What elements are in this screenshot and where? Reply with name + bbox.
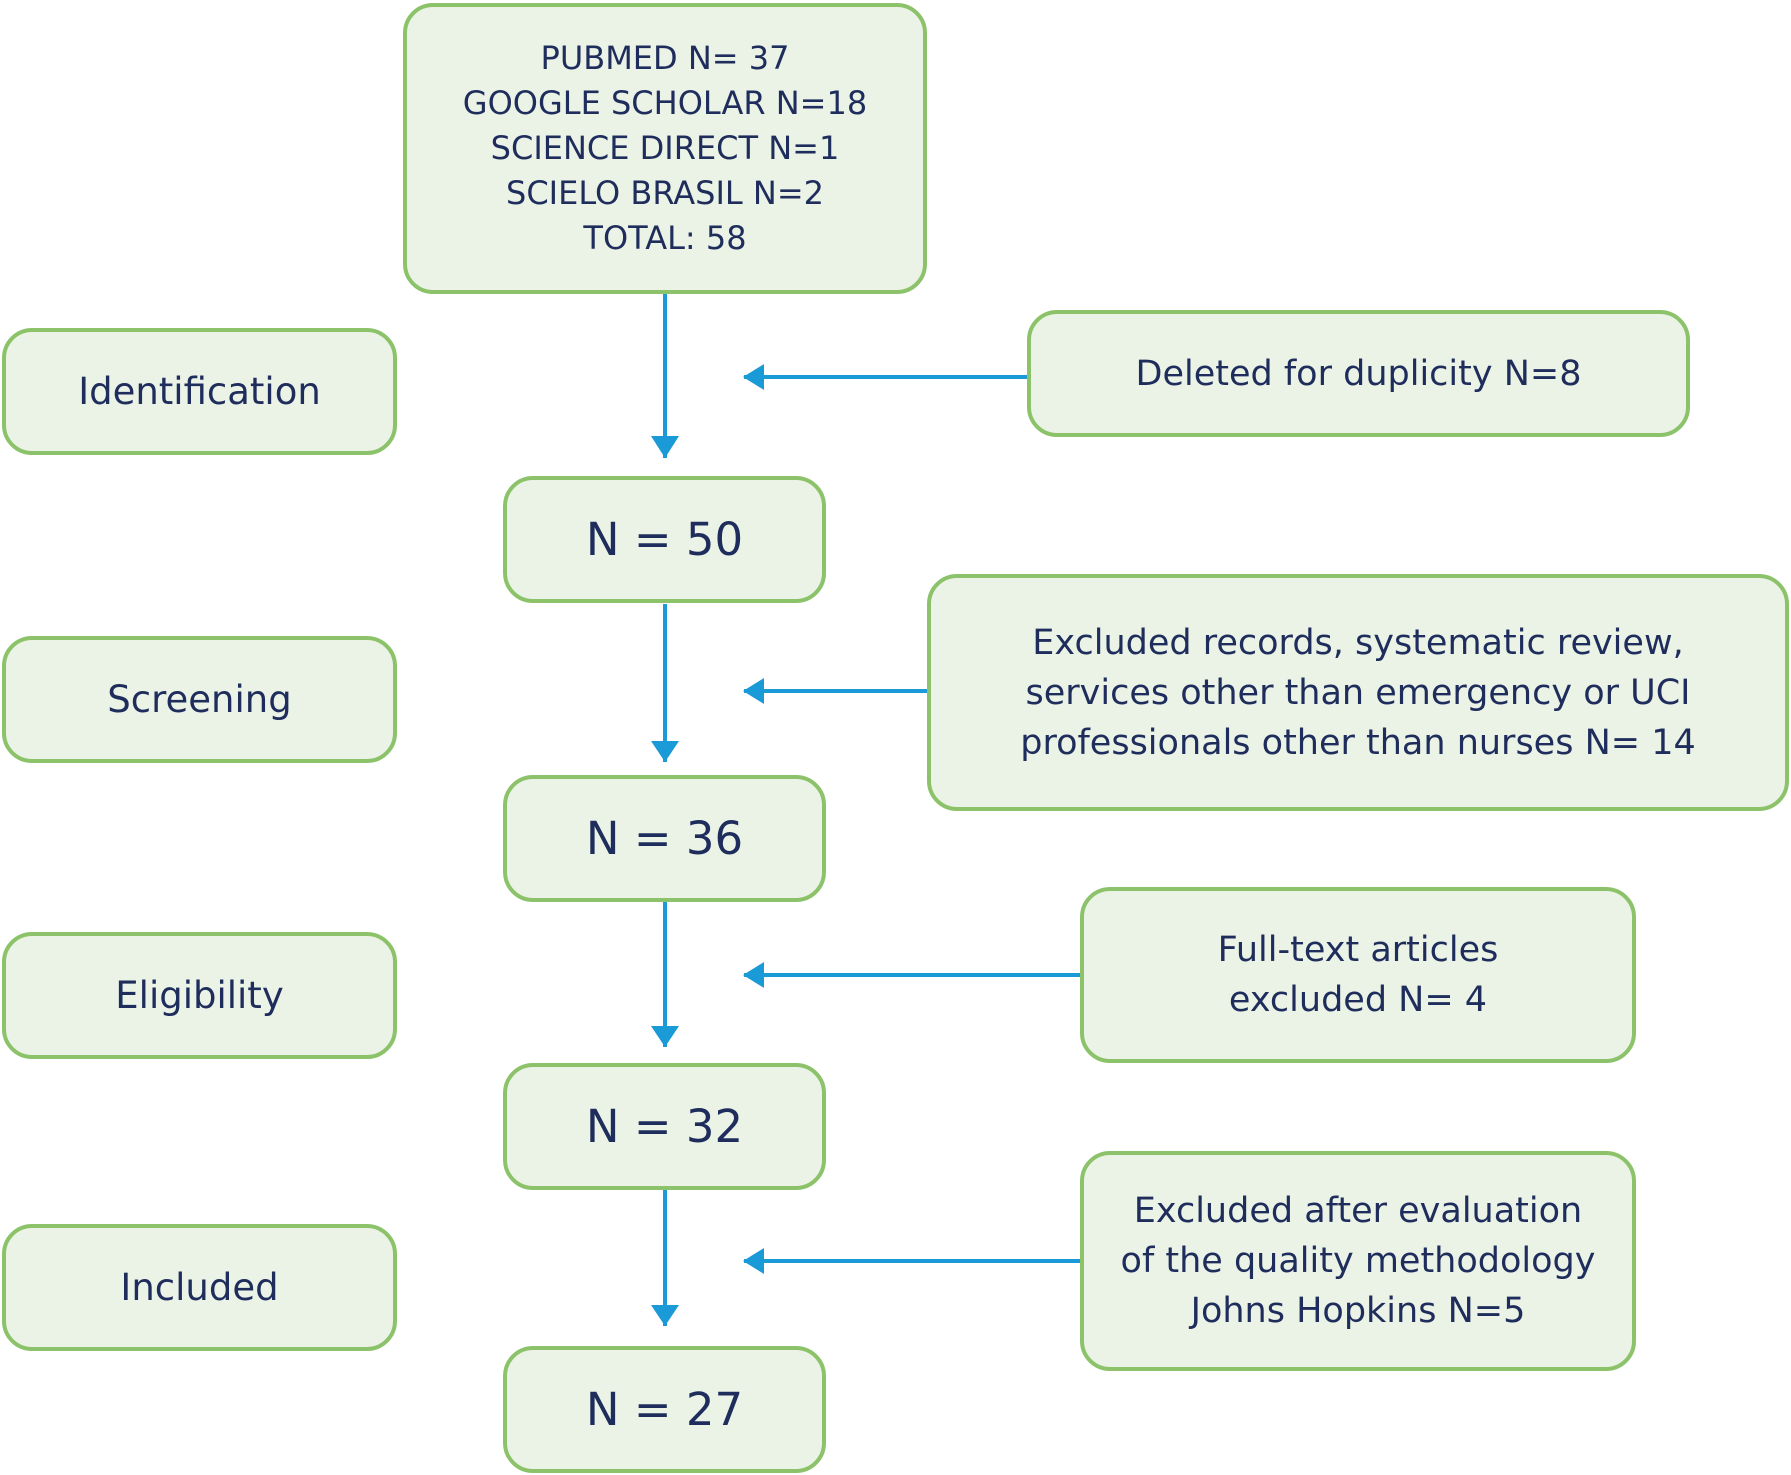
count-value: N = 27 — [585, 1383, 744, 1436]
exclusion-text: professionals other than nurses N= 14 — [1020, 722, 1696, 763]
count-box-eligibility: N = 32 — [503, 1063, 826, 1190]
source-total: TOTAL: 58 — [583, 219, 747, 257]
exclusion-text: excluded N= 4 — [1228, 980, 1488, 1020]
exclusion-text: Johns Hopkins N=5 — [1190, 1291, 1526, 1331]
exclusion-text: Excluded after evaluation — [1133, 1191, 1583, 1231]
exclusion-text: services other than emergency or UCI — [1025, 672, 1691, 713]
stage-identification: Identification — [2, 328, 397, 455]
count-value: N = 36 — [585, 812, 744, 865]
count-box-screening: N = 36 — [503, 775, 826, 902]
exclusion-box-screening: Excluded records, systematic review, ser… — [927, 574, 1789, 811]
stage-label: Included — [120, 1266, 279, 1309]
stage-included: Included — [2, 1224, 397, 1351]
exclusion-text: Full-text articles — [1217, 930, 1499, 970]
exclusion-box-duplicates: Deleted for duplicity N=8 — [1027, 310, 1690, 437]
count-box-identification: N = 50 — [503, 476, 826, 603]
exclusion-text: of the quality methodology — [1120, 1241, 1596, 1281]
exclusion-box-full-text: Full-text articles excluded N= 4 — [1080, 887, 1636, 1063]
exclusion-box-quality: Excluded after evaluation of the quality… — [1080, 1151, 1636, 1371]
count-box-included: N = 27 — [503, 1346, 826, 1473]
count-value: N = 50 — [585, 513, 744, 566]
exclusion-text: Excluded records, systematic review, — [1032, 622, 1684, 663]
stage-eligibility: Eligibility — [2, 932, 397, 1059]
stage-label: Identification — [78, 370, 321, 413]
exclusion-text: Deleted for duplicity N=8 — [1135, 353, 1582, 394]
stage-label: Eligibility — [115, 974, 284, 1017]
count-value: N = 32 — [585, 1100, 744, 1153]
source-scielo-brasil: SCIELO BRASIL N=2 — [506, 174, 824, 212]
source-science-direct: SCIENCE DIRECT N=1 — [490, 129, 840, 167]
source-pubmed: PUBMED N= 37 — [540, 39, 790, 77]
source-google-scholar: GOOGLE SCHOLAR N=18 — [462, 84, 868, 122]
stage-screening: Screening — [2, 636, 397, 763]
sources-box: PUBMED N= 37 GOOGLE SCHOLAR N=18 SCIENCE… — [403, 3, 927, 294]
stage-label: Screening — [107, 678, 292, 721]
